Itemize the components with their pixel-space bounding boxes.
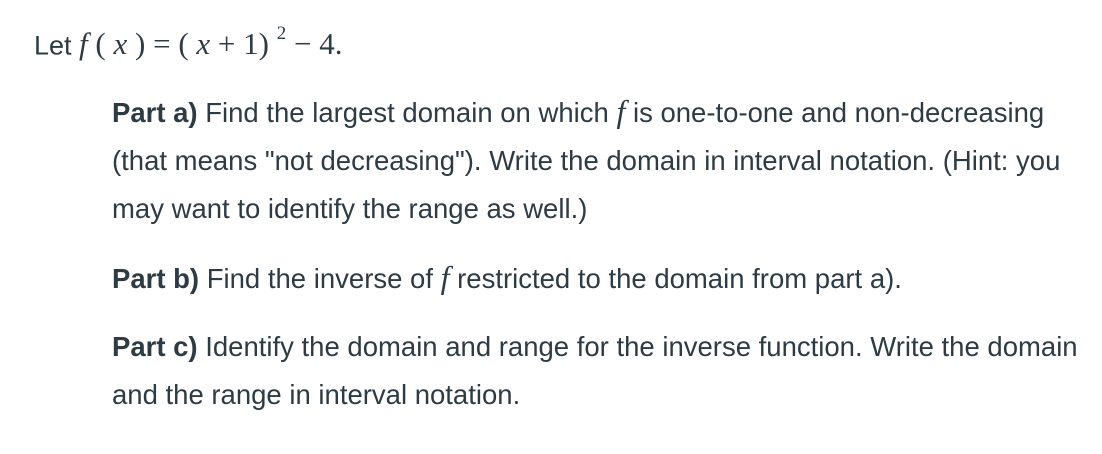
- minus-four: − 4.: [293, 26, 343, 62]
- part-b-function-name: f: [440, 259, 450, 295]
- open-paren: (: [95, 26, 106, 62]
- plus-one: + 1): [217, 26, 269, 62]
- part-b-text-2: restricted to the domain from part a).: [457, 263, 902, 294]
- part-a-text-1: Find the largest domain on which: [205, 97, 617, 128]
- variable-x-2: x: [196, 26, 211, 62]
- part-a-function-name: f: [616, 93, 626, 129]
- function-name: f: [79, 26, 88, 62]
- part-b-label: Part b): [112, 263, 200, 294]
- part-c: Part c) Identify the domain and range fo…: [112, 323, 1094, 419]
- part-b-text-1: Find the inverse of: [206, 263, 441, 294]
- problem-statement: Let f ( x ) = ( x + 1) 2 − 4.: [34, 16, 342, 67]
- question-parts: Part a) Find the largest domain on which…: [112, 87, 1094, 439]
- exponent: 2: [276, 23, 287, 44]
- variable-x: x: [113, 26, 128, 62]
- part-c-text: Identify the domain and range for the in…: [112, 331, 1078, 410]
- part-a: Part a) Find the largest domain on which…: [112, 87, 1094, 233]
- function-definition: f ( x ) = ( x + 1) 2 − 4.: [79, 23, 343, 62]
- intro-prefix: Let: [34, 30, 80, 61]
- part-c-label: Part c): [112, 331, 198, 362]
- part-b: Part b) Find the inverse of f restricted…: [112, 253, 1094, 303]
- part-a-text-2: is one-to-one and non-decreasing (that m…: [112, 97, 1061, 224]
- part-a-label: Part a): [112, 97, 198, 128]
- equals-segment: ) = (: [135, 26, 189, 62]
